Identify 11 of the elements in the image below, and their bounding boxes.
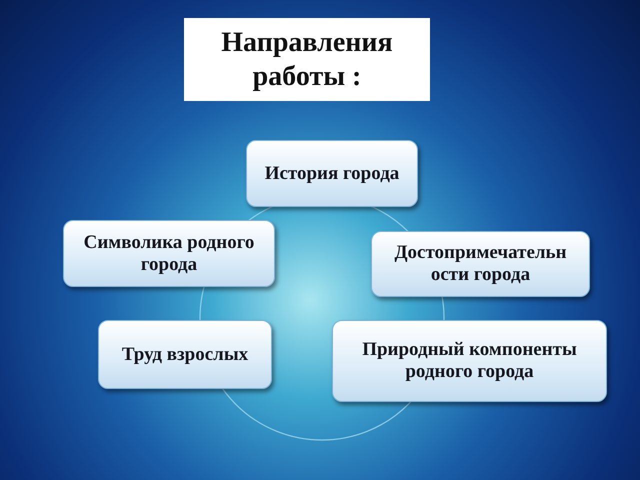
topic-box: [63, 220, 275, 287]
topic-text: Природный компоненты родного города: [361, 339, 578, 383]
title: Направления работы :: [220, 26, 394, 94]
topic-box: [98, 320, 272, 389]
topic-text: Символика родного города: [82, 232, 256, 276]
topic-text: Достопримечательн ости города: [393, 242, 568, 286]
topic-text: История города: [264, 162, 400, 184]
topic-box: [371, 231, 590, 297]
topic-text: Труд взрослых: [122, 344, 248, 366]
topic-box: [332, 320, 607, 402]
topic-box: [246, 140, 418, 207]
